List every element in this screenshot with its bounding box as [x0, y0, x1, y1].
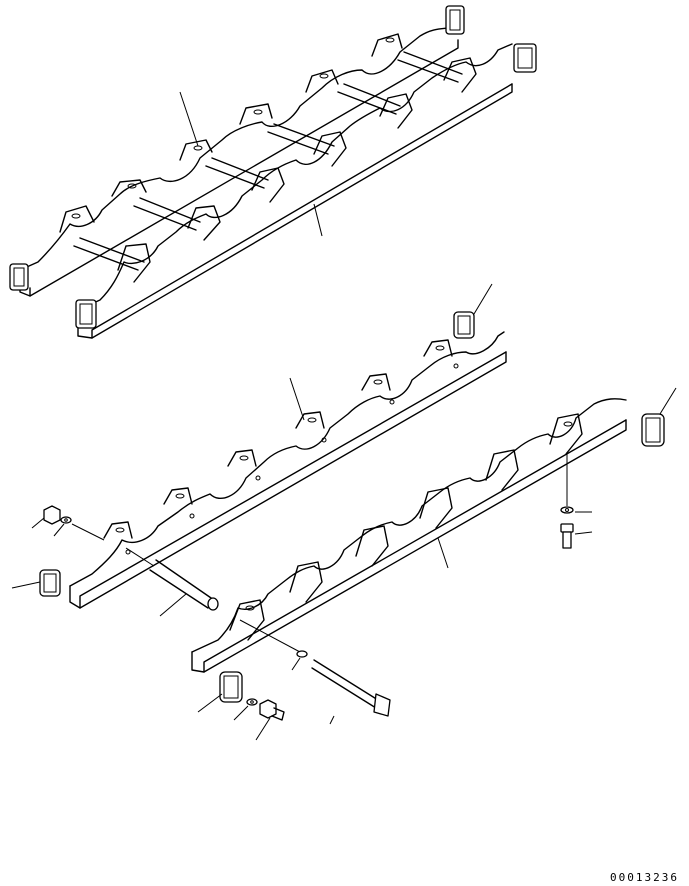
drawing-code: 00013236: [610, 871, 679, 884]
leader-line: [473, 283, 493, 315]
long-bolt: [239, 619, 391, 725]
bolt: [255, 699, 285, 741]
leader-line: [289, 377, 305, 421]
leader-line: [313, 203, 323, 237]
leader-line: [233, 705, 249, 721]
end-cap: [453, 283, 493, 339]
assembled-guard-pair: [9, 5, 537, 339]
leader-line: [53, 523, 65, 537]
upper-guard-rail: [69, 331, 507, 609]
cross-pipe: [125, 547, 219, 617]
leader-line: [31, 517, 45, 529]
leader-line: [255, 717, 271, 741]
end-cap: [197, 671, 243, 713]
leader-line: [11, 581, 41, 589]
leader-line: [291, 657, 301, 671]
leader-line: [437, 537, 449, 569]
washer: [560, 452, 592, 514]
nut: [31, 505, 61, 529]
end-cap: [11, 569, 61, 597]
assembled-front-rail: [77, 43, 513, 339]
leader-line: [159, 593, 187, 617]
washer: [233, 698, 258, 721]
leader-line: [197, 693, 223, 713]
assembled-back-rail: [19, 25, 459, 297]
leader-line: [179, 91, 199, 147]
leader-line: [659, 387, 677, 415]
washer: [53, 516, 72, 537]
bolt: [560, 523, 593, 549]
lower-guard-rail: [191, 398, 627, 673]
end-cap: [641, 387, 677, 447]
leader-line: [329, 715, 335, 725]
leader-line: [574, 531, 593, 535]
assembled-end-caps: [9, 5, 537, 329]
leader-line: [71, 523, 105, 541]
assembled-cross-pipes: [73, 51, 463, 271]
